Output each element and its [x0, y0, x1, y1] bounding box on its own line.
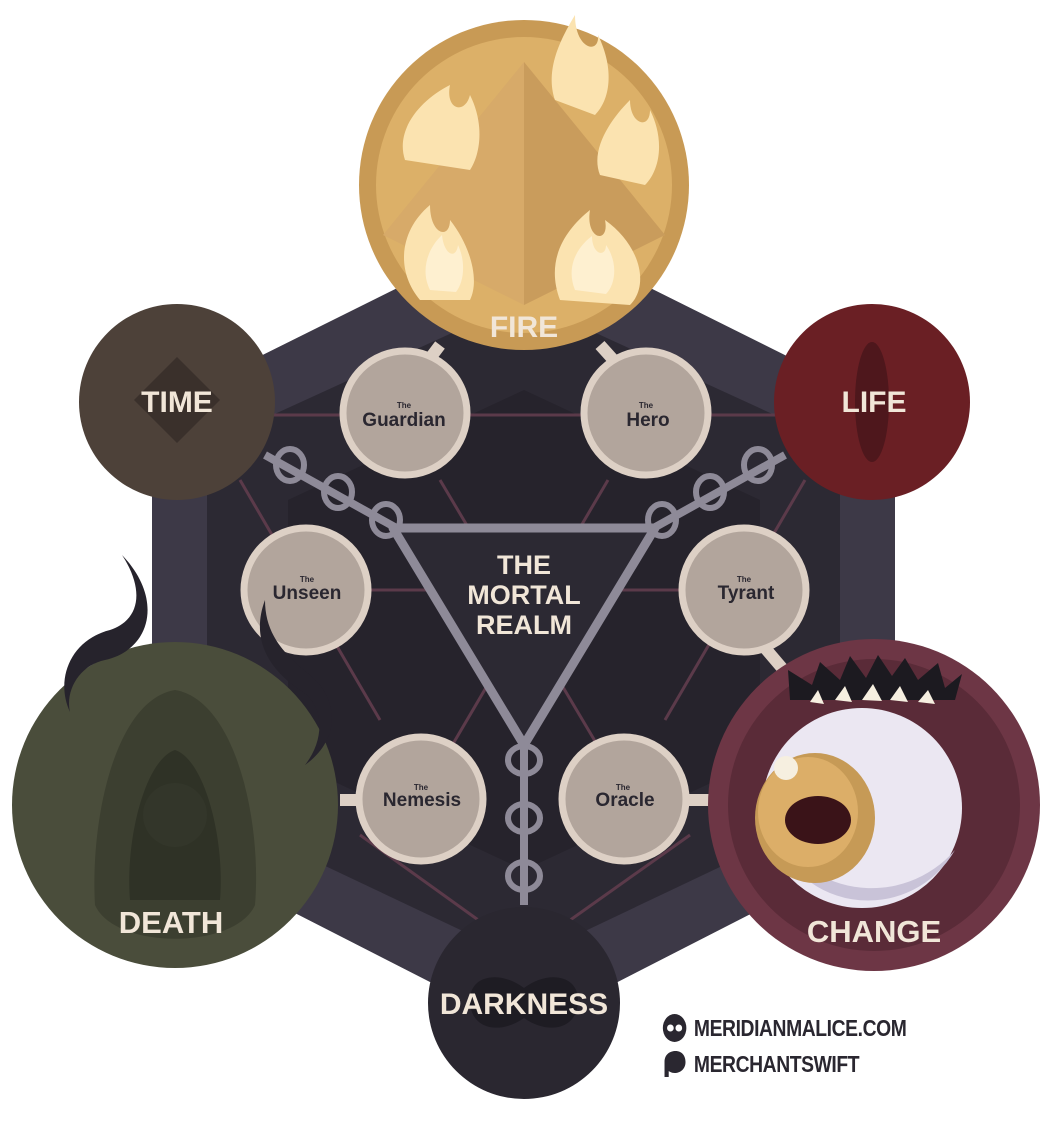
horn-icon [64, 555, 332, 765]
mortal-realm-title-line-2: MORTAL [467, 580, 580, 610]
chain-link-right-2 [693, 473, 727, 511]
role-guardian: The Guardian [339, 347, 471, 479]
mortal-realm-title-line-3: REALM [476, 610, 572, 640]
credit-website[interactable]: MERIDIANMALICE.COM [662, 1010, 907, 1046]
slit-eye-icon [855, 342, 889, 462]
role-nemesis-prefix: The [414, 783, 429, 792]
chain-link-down-2 [505, 801, 543, 835]
realm-life-label: LIFE [842, 386, 907, 419]
realm-darkness-label: DARKNESS [440, 988, 608, 1021]
role-oracle-prefix: The [616, 783, 631, 792]
chain-link-left-2 [321, 473, 355, 511]
patreon-icon [664, 1051, 686, 1077]
chain-link-right-3 [741, 446, 775, 484]
chains [263, 446, 787, 905]
role-nemesis-label: Nemesis [383, 790, 461, 811]
realm-fire-label: FIRE [490, 311, 558, 344]
role-oracle-label: Oracle [595, 790, 654, 811]
mortal-realm-triangle [388, 523, 660, 750]
chain-link-down-3 [505, 859, 543, 893]
role-hero-label: Hero [626, 410, 669, 431]
realm-darkness: DARKNESS [428, 907, 620, 1099]
mask-icon [662, 1014, 687, 1042]
realm-change-label: CHANGE [807, 914, 941, 949]
pupil-icon [785, 796, 851, 844]
role-tyrant-prefix: The [737, 575, 752, 584]
crown-teeth-icon [788, 655, 962, 704]
role-guardian-prefix: The [397, 401, 412, 410]
realm-change: CHANGE [708, 639, 1040, 971]
website-label: MERIDIANMALICE.COM [693, 1014, 907, 1041]
role-hero-prefix: The [639, 401, 654, 410]
chain-link-left-1 [273, 446, 307, 484]
role-unseen-label: Unseen [273, 583, 342, 604]
mask-silhouette-icon [470, 977, 578, 1028]
credit-patreon[interactable]: MERCHANTSWIFT [662, 1046, 906, 1082]
role-guardian-label: Guardian [362, 410, 445, 431]
realm-time: TIME [79, 304, 275, 500]
skull-icon [143, 783, 207, 847]
mortal-realm-title-line-1: THE [497, 550, 551, 580]
role-tyrant-label: Tyrant [718, 583, 775, 604]
realm-time-label: TIME [141, 386, 213, 419]
realm-death: DEATH [12, 555, 338, 968]
realm-death-label: DEATH [119, 905, 223, 940]
role-unseen: The Unseen [240, 524, 372, 656]
diamond-icon [134, 357, 220, 443]
realm-fire: FIRE [359, 15, 689, 350]
chain-link-left-3 [369, 501, 403, 539]
realm-life: LIFE [774, 304, 970, 500]
patreon-label: MERCHANTSWIFT [693, 1050, 860, 1077]
role-unseen-prefix: The [300, 575, 315, 584]
role-oracle: The Oracle [558, 733, 690, 865]
role-tyrant: The Tyrant [678, 524, 810, 656]
role-hero: The Hero [580, 347, 712, 479]
role-nemesis: The Nemesis [355, 733, 487, 865]
credits: MERIDIANMALICE.COM MERCHANTSWIFT [662, 1010, 907, 1082]
chain-link-right-1 [645, 501, 679, 539]
